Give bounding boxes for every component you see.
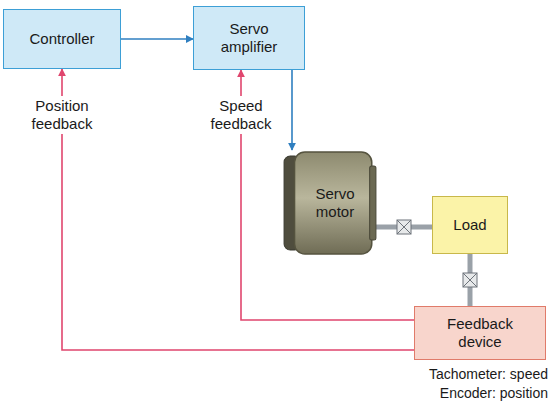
node-text: Feedback device bbox=[440, 315, 520, 351]
connector bbox=[62, 69, 414, 350]
connector bbox=[376, 220, 432, 234]
node-text: Servo motor bbox=[300, 185, 370, 221]
signal-label: Speed feedback bbox=[194, 96, 288, 134]
connector bbox=[121, 39, 193, 40]
load-box: Load bbox=[432, 196, 508, 254]
connector bbox=[463, 254, 477, 306]
device-note: Tachometer: speed bbox=[429, 366, 548, 383]
node-text: Servo amplifier bbox=[214, 20, 284, 56]
amplifier-box: Servo amplifier bbox=[193, 6, 305, 70]
servo-motor: Servo motor bbox=[282, 150, 378, 256]
signal-label: Position feedback bbox=[15, 96, 109, 134]
node-text: Load bbox=[453, 216, 486, 234]
connector bbox=[292, 70, 293, 150]
device-note: Encoder: position bbox=[440, 385, 548, 402]
controller-box: Controller bbox=[3, 9, 121, 69]
feedback-box: Feedback device bbox=[414, 306, 546, 360]
node-text: Controller bbox=[29, 30, 94, 48]
